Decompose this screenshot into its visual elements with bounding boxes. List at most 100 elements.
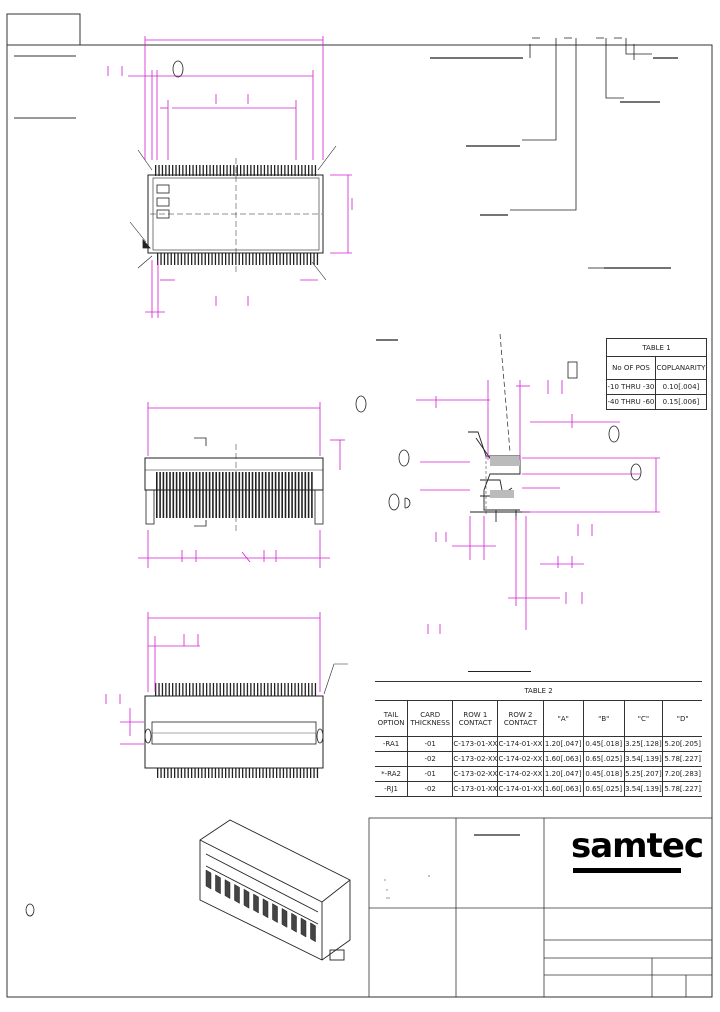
contact-pin (202, 472, 204, 518)
contact-pin (274, 165, 276, 176)
contact-pin (258, 472, 260, 518)
contact-pin (175, 472, 178, 518)
contact-pin (221, 253, 223, 265)
contact-pin (165, 683, 167, 696)
contact-pin (301, 472, 303, 518)
contact-pin (303, 768, 305, 778)
contact-pin (269, 253, 271, 265)
revision-box (6, 13, 81, 46)
contact-pin (192, 165, 194, 176)
contact-pin (262, 768, 264, 778)
table-row: -RA1 -01 C-173-01-XX C-174-01-XX 1.20[.0… (375, 736, 702, 752)
contact-pin (204, 253, 206, 265)
table2-header: "D" (662, 700, 702, 737)
table2-cell: -01 (407, 736, 454, 752)
table2-header: ROW 2 CONTACT (497, 700, 544, 737)
table2-cell: C-174-02-XX (497, 751, 544, 767)
contact-pin (308, 165, 310, 176)
table2-cell: C-174-02-XX (497, 766, 544, 782)
contact-pin (300, 917, 307, 938)
contact-pin (236, 165, 238, 176)
contact-pin (262, 898, 269, 919)
contact-pin (242, 768, 244, 778)
contact-pin (231, 768, 234, 778)
contact-pin (204, 768, 206, 778)
contact-pin (225, 253, 227, 265)
contact-pin (303, 253, 305, 265)
contact-pin (214, 768, 217, 778)
contact-pin (296, 253, 298, 265)
contact-pin (262, 253, 264, 265)
contact-pin (228, 253, 230, 265)
contact-pin (259, 253, 261, 265)
contact-pin (272, 253, 274, 265)
contact-pin (235, 253, 237, 265)
contact-pin (191, 768, 193, 778)
bottom-view-leader (323, 663, 348, 695)
contact-pin (226, 683, 228, 696)
contact-pin (215, 472, 217, 518)
contact-pin (228, 472, 231, 518)
contact-pin (252, 768, 254, 778)
front-view-dimensions (138, 402, 345, 568)
contact-pin (248, 472, 250, 518)
contact-pin (245, 768, 247, 778)
table2-cell: 7.20[.283] (662, 766, 702, 782)
table1-cell: -10 THRU -30 (606, 379, 656, 395)
contact-pin (280, 165, 283, 176)
table2-cell: 1.60[.063] (542, 781, 584, 797)
contact-pin (272, 903, 278, 924)
contact-pin (161, 683, 164, 696)
contact-pin (253, 683, 255, 696)
logo-text: samtec (571, 826, 704, 866)
contact-pin (286, 253, 288, 265)
contact-pin (162, 472, 165, 518)
detail-bubble (172, 60, 184, 78)
contact-pin (218, 253, 220, 265)
contact-pin (229, 165, 232, 176)
contact-pin (184, 768, 186, 778)
sheet-border (6, 44, 713, 998)
contact-pin (311, 683, 313, 696)
contact-pin (304, 165, 306, 176)
contact-pin (195, 683, 198, 696)
contact-pin (238, 768, 240, 778)
table2-cell: 0.45[.018] (583, 736, 625, 752)
top-view-dimensions (128, 36, 352, 318)
contact-pin (240, 683, 242, 696)
table2-cell: -RA1 (375, 736, 409, 752)
contact-pin (202, 165, 204, 176)
contact-pin (174, 768, 176, 778)
contact-pin (314, 165, 317, 176)
contact-pin (182, 683, 184, 696)
contact-pin (165, 165, 167, 176)
contact-pin (216, 165, 218, 176)
contact-pin (163, 253, 166, 265)
contact-pin (264, 472, 267, 518)
contact-pin (198, 472, 201, 518)
table2-cell: 1.60[.063] (542, 751, 584, 767)
contact-pin (255, 253, 257, 265)
contact-pin (160, 253, 162, 265)
contact-pin (195, 165, 198, 176)
table2-cell: 5.20[.205] (662, 736, 702, 752)
contact-pin (243, 683, 245, 696)
top-view-key-features (142, 184, 170, 249)
isometric-view-contacts (205, 869, 316, 943)
contact-pin (245, 253, 247, 265)
contact-pin (278, 472, 280, 518)
contact-pin (174, 253, 176, 265)
contact-pin (189, 683, 191, 696)
contact-pin (260, 165, 262, 176)
contact-pin (274, 472, 277, 518)
table2-cell: 0.65[.025] (583, 781, 625, 797)
contact-pin (159, 472, 161, 518)
table2-cell: 5.78[.227] (662, 781, 702, 797)
contact-pin (170, 253, 172, 265)
contact-pin (233, 165, 235, 176)
contact-pin (284, 683, 286, 696)
table1-cell: 0.10[.004] (654, 379, 708, 395)
contact-pin (208, 253, 210, 265)
contact-pin (212, 472, 214, 518)
